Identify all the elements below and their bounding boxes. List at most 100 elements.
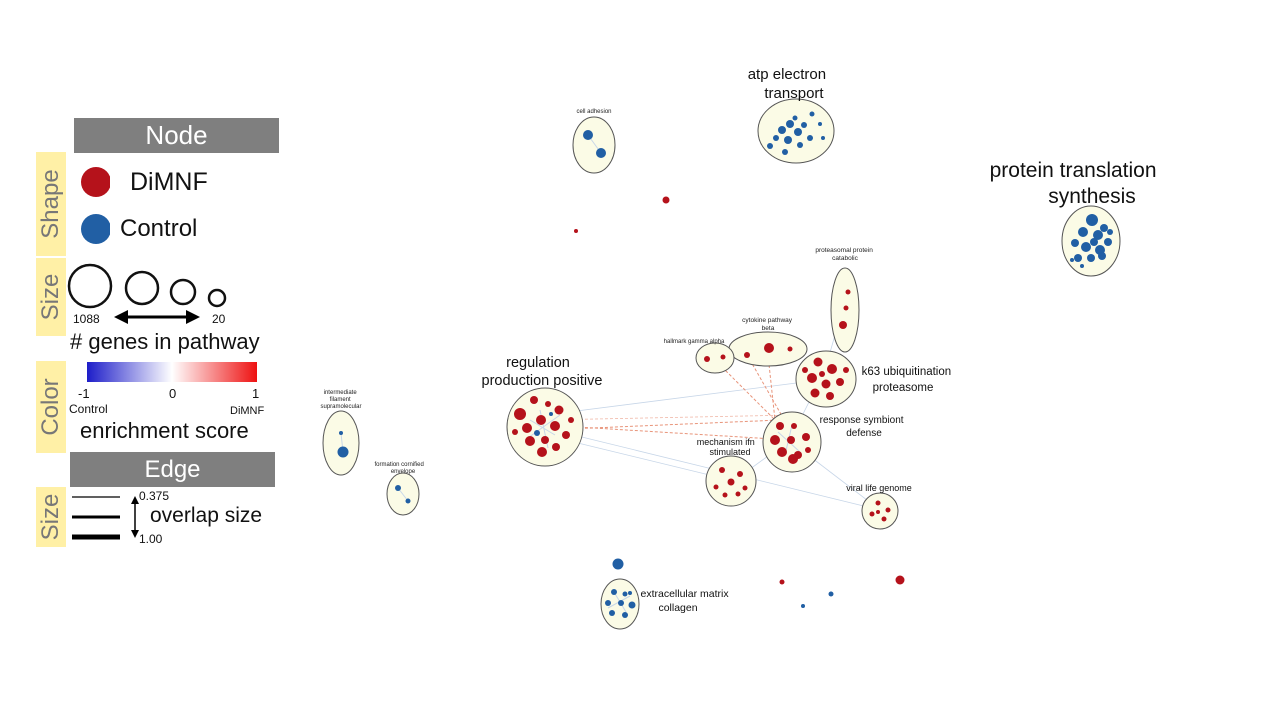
edge-min-value: 0.375 xyxy=(139,489,170,503)
node xyxy=(807,373,817,383)
node xyxy=(776,422,784,430)
color-caption: enrichment score xyxy=(80,418,249,443)
cluster-label-line: transport xyxy=(764,85,824,102)
node xyxy=(737,471,743,477)
node xyxy=(628,601,636,609)
node xyxy=(742,485,748,491)
cluster-mechanism-ifn-stimulated: mechanism ifn stimulated xyxy=(697,437,758,507)
node xyxy=(1090,238,1098,246)
color-max-value: 1 xyxy=(252,386,260,401)
edge-size-section-label: Size xyxy=(36,487,66,547)
node xyxy=(786,120,794,128)
edge-caption: overlap size xyxy=(150,504,263,527)
node xyxy=(784,136,792,144)
node xyxy=(337,446,349,458)
size-arrow-left-head xyxy=(114,310,128,324)
legend-panel: Node Shape DiMNF Control Size 1088 20 # … xyxy=(0,0,300,720)
node xyxy=(545,401,551,407)
node xyxy=(536,415,546,425)
node xyxy=(787,436,795,444)
cluster-label: cell adhesion xyxy=(576,109,611,115)
cluster-label-line: defense xyxy=(846,428,882,439)
node xyxy=(767,143,773,149)
node xyxy=(791,423,797,429)
cluster-label-line: synthesis xyxy=(1048,185,1136,208)
cluster-cell-adhesion: cell adhesion xyxy=(572,109,616,174)
edge xyxy=(544,414,796,421)
cluster-label-line: intermediate xyxy=(324,390,358,396)
node xyxy=(881,516,887,522)
node xyxy=(719,467,725,473)
color-min-value: -1 xyxy=(78,386,90,401)
node xyxy=(845,289,851,295)
node xyxy=(813,357,823,367)
node xyxy=(339,431,343,435)
node xyxy=(828,591,834,597)
node xyxy=(1070,258,1074,262)
cluster-label-line: catabolic xyxy=(832,255,858,262)
node xyxy=(611,589,617,595)
size-circles xyxy=(67,263,227,324)
cluster-label-line: formation cornified xyxy=(374,462,423,468)
node xyxy=(821,136,825,140)
cluster-boundary xyxy=(322,410,360,476)
cluster-proteasomal-protein-catabolic: proteasomal protein catabolic xyxy=(815,247,873,353)
node xyxy=(885,507,891,513)
node xyxy=(794,128,802,136)
node xyxy=(895,575,905,585)
control-swatch xyxy=(81,214,110,244)
node xyxy=(574,229,578,233)
node xyxy=(713,484,719,490)
node xyxy=(727,478,735,486)
cluster-label-line: k63 ubiquitination xyxy=(862,366,952,378)
node xyxy=(1086,214,1098,226)
node xyxy=(802,433,810,441)
edge-max-value: 1.00 xyxy=(139,532,163,546)
node xyxy=(792,115,798,121)
cluster-label-line: regulation xyxy=(506,355,570,371)
size-min-value: 20 xyxy=(212,312,226,326)
cluster-label-line: stimulated xyxy=(709,447,750,457)
cluster-boundary xyxy=(506,387,584,467)
node xyxy=(818,122,822,126)
cluster-protein-translation-synthesis: protein translation synthesis xyxy=(990,159,1157,277)
cluster-boundary xyxy=(572,116,616,174)
isolated-nodes xyxy=(574,196,905,608)
node xyxy=(568,417,574,423)
cluster-label: k63 ubiquitination proteasome xyxy=(862,366,955,394)
size-arrow-right-head xyxy=(186,310,200,324)
node xyxy=(525,436,535,446)
cluster-viral-life-genome: viral life genome xyxy=(846,483,912,530)
node xyxy=(735,491,741,497)
node xyxy=(744,352,750,358)
size-max-value: 1088 xyxy=(73,312,100,326)
node xyxy=(514,408,526,420)
node xyxy=(819,371,825,377)
node xyxy=(395,485,401,491)
node xyxy=(1081,242,1091,252)
node xyxy=(779,579,785,585)
cluster-label: mechanism ifn stimulated xyxy=(697,437,758,457)
node xyxy=(704,356,710,362)
node xyxy=(777,447,787,457)
cluster-label-line: mechanism ifn xyxy=(697,437,755,447)
cluster-intermediate-filament-supramolecular: intermediate filament supramolecular xyxy=(320,390,362,476)
dimnf-legend-label: DiMNF xyxy=(130,168,208,196)
cluster-hallmark-gamma-alpha: hallmark gamma alpha xyxy=(664,339,735,374)
node xyxy=(1104,238,1112,246)
node xyxy=(1093,230,1103,240)
node xyxy=(1098,252,1106,260)
node xyxy=(612,558,624,570)
cluster-atp-electron-transport: atp electron transport xyxy=(748,66,835,164)
node xyxy=(1087,254,1095,262)
cluster-label-line: cytokine pathway xyxy=(742,317,793,324)
cluster-label: viral life genome xyxy=(846,483,912,493)
cluster-response-symbiont-defense: response symbiont defense xyxy=(762,411,904,473)
node xyxy=(549,412,553,416)
cluster-label: formation cornified envelope xyxy=(374,462,425,475)
node xyxy=(530,396,538,404)
node xyxy=(875,500,881,506)
size-circle-xl xyxy=(67,263,113,309)
edge xyxy=(544,419,781,431)
cluster-label: atp electron transport xyxy=(748,66,831,102)
